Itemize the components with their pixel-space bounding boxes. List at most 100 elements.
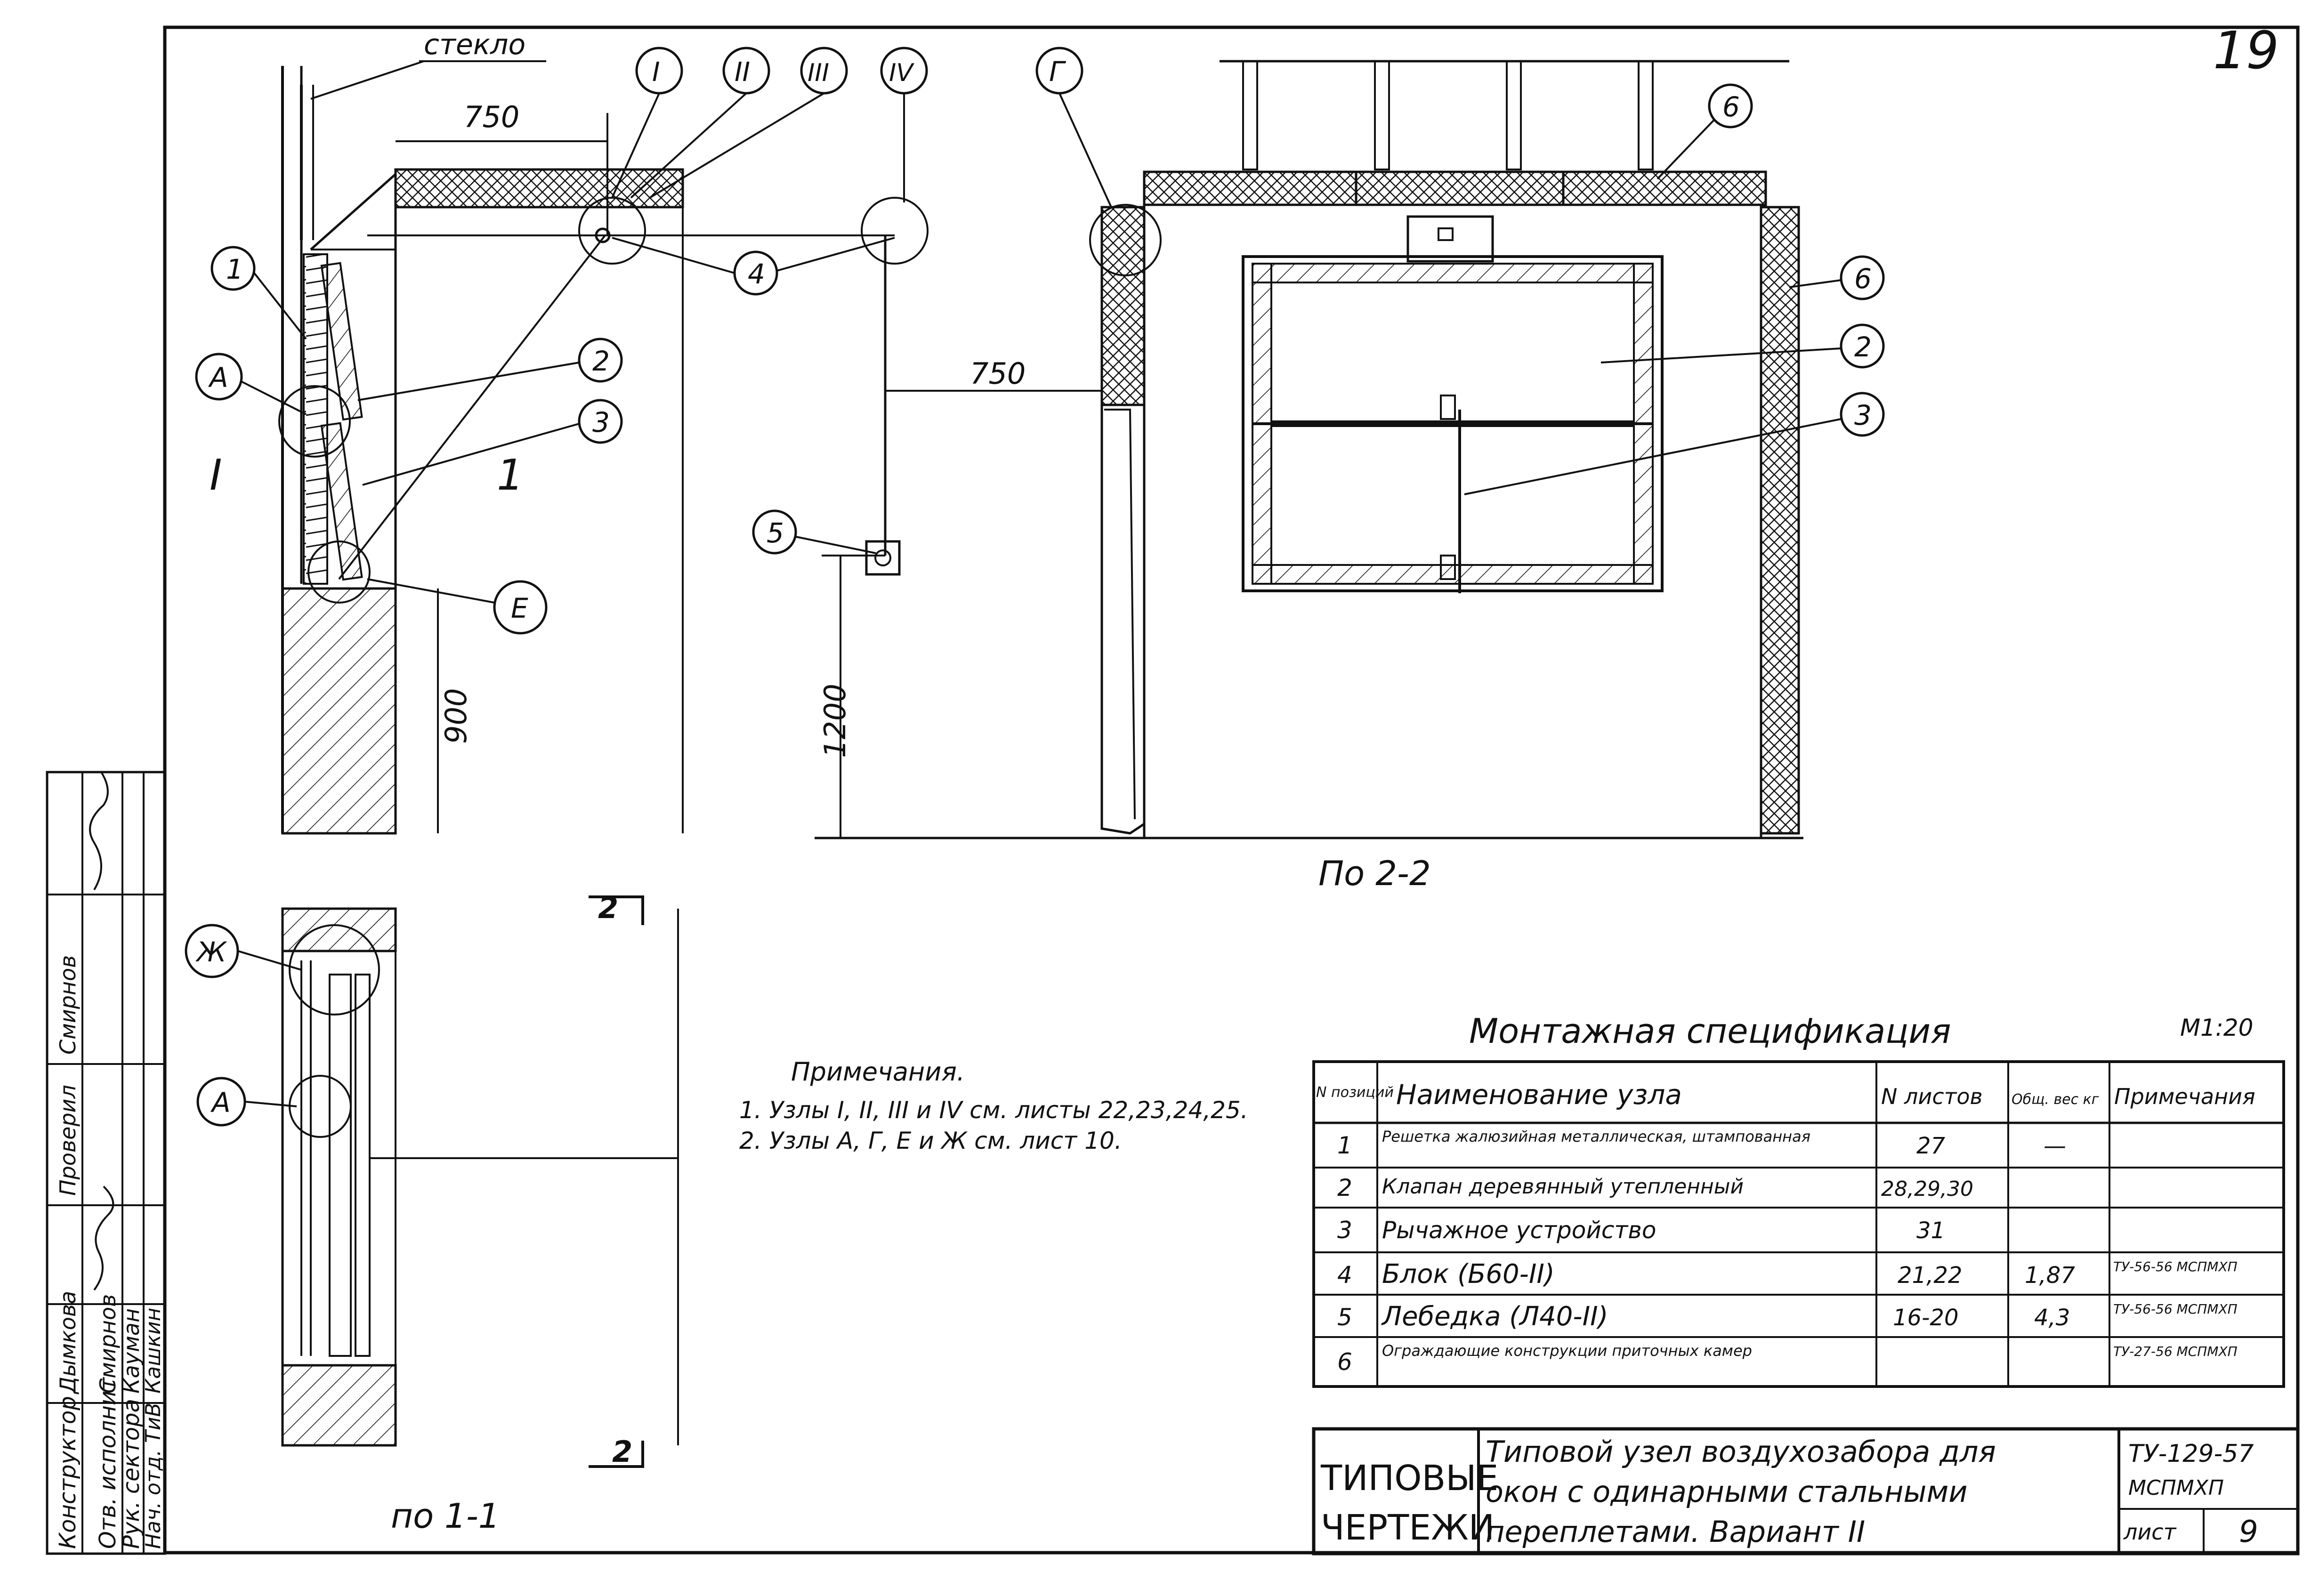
callout-pos-3b <box>1840 392 1885 437</box>
detail-circle-E <box>307 540 371 604</box>
signature-2 <box>89 771 109 891</box>
dim-750-left: 750 <box>464 100 519 134</box>
callout-pos-6a <box>1708 83 1753 129</box>
pulley-1 <box>595 227 611 243</box>
side-stamp: Конструктор Отв. исполнит Рук. сектора Н… <box>46 771 166 1555</box>
title-line-2: окон с одинарными стальными <box>1486 1475 1968 1509</box>
callout-pos-6b <box>1840 255 1885 300</box>
spec-header-note: Примечания <box>2114 1084 2255 1109</box>
callout-pos-2b-label: 2 <box>1854 331 1872 363</box>
title-code-2: МСПМХП <box>2128 1476 2224 1500</box>
callout-pos-1 <box>210 246 256 291</box>
spec-row-3-sheets: 31 <box>1916 1217 1945 1244</box>
spec-row-4-sheets: 21,22 <box>1898 1262 1962 1289</box>
stamp-name-4: Кашкин <box>141 1308 165 1394</box>
section-mark-right: 1 <box>497 451 524 500</box>
callouts-upper: I II III IV Г 1 А 2 3 4 Е <box>195 47 1162 635</box>
title-sheet-label: лист <box>2123 1519 2177 1545</box>
spec-row-1-name: Решетка жалюзийная металлическая, штампо… <box>1382 1128 1810 1145</box>
sheet-frame <box>163 25 2300 1555</box>
spec-row-1-weight: — <box>2044 1133 2066 1159</box>
spec-row-5-sheets: 16-20 <box>1893 1305 1958 1331</box>
title-sheet-number: 9 <box>2239 1515 2258 1549</box>
valve-flap-lower <box>320 422 363 581</box>
stamp-role-3: Рук. сектора <box>118 1399 145 1549</box>
notes-line-2: 2. Узлы А, Г, Е и Ж см. лист 10. <box>739 1127 1122 1154</box>
spec-row-4-weight: 1,87 <box>2025 1262 2075 1289</box>
callout-node-II-label: II <box>735 57 750 88</box>
title-line-3: переплетами. Вариант II <box>1486 1515 1865 1549</box>
valve-flap-upper <box>320 262 363 421</box>
spec-row-2-name: Клапан деревянный утепленный <box>1382 1175 1744 1199</box>
dim-750-right: 750 <box>970 356 1026 391</box>
spec-row-5-note: ТУ-56-56 МСПМХП <box>2113 1301 2238 1317</box>
signature-1 <box>93 1185 114 1291</box>
stamp-name-5: Смирнов <box>55 955 81 1055</box>
stamp-role-4: Нач. отд. ТиВ <box>141 1403 165 1549</box>
callout-pos-4-label: 4 <box>748 258 765 290</box>
title-series-line-2: ЧЕРТЕЖИ <box>1321 1507 1495 1548</box>
title-line-1: Типовой узел воздухозабора для <box>1486 1435 1996 1469</box>
detail-circle-Zh <box>289 924 380 1016</box>
callout-node-A <box>195 353 243 401</box>
valve-panel-upper <box>1270 282 1635 422</box>
spec-row-5-weight: 4,3 <box>2034 1305 2070 1331</box>
callout-pos-3-label: 3 <box>592 406 610 438</box>
detail-circle-IV <box>861 197 929 265</box>
callout-node-E <box>493 580 548 635</box>
section-2-bottom: 2 <box>612 1435 632 1469</box>
spec-table: Монтажная спецификация М1:20 N позиций Н… <box>1312 1011 2285 1388</box>
callout-pos-2 <box>578 338 623 383</box>
callout-pos-5-label: 5 <box>767 517 784 549</box>
detail-circle-A <box>278 385 351 458</box>
spec-row-3-pos: 3 <box>1337 1217 1352 1244</box>
spec-row-6-name: Ограждающие конструкции приточных камер <box>1382 1342 1752 1360</box>
title-block: ТИПОВЫЕ ЧЕРТЕЖИ Типовой узел воздухозабо… <box>1312 1427 2300 1556</box>
pulley-block <box>1406 215 1494 263</box>
valve-frame-outer <box>1242 255 1664 592</box>
callout-node-IV-label: IV <box>889 59 914 87</box>
callout-node-E-label: Е <box>511 592 528 624</box>
callout-pos-2-label: 2 <box>592 345 610 377</box>
view-1-1-upper: стекло 750 900 I 1 <box>210 28 895 835</box>
spec-row-5-name: Лебедка (Л40-II) <box>1381 1301 1608 1332</box>
callout-node-A-label: А <box>208 362 228 394</box>
spec-row-2-sheets: 28,29,30 <box>1881 1177 1973 1201</box>
spec-row-4-name: Блок (Б60-II) <box>1382 1259 1555 1290</box>
section-mark-left: I <box>210 451 222 500</box>
cable-1 <box>338 234 606 580</box>
title-code-1: ТУ-129-57 <box>2128 1440 2254 1468</box>
callout-node-I-label: I <box>652 57 660 88</box>
notes-line-1: 1. Узлы I, II, III и IV см. листы 22,23,… <box>739 1096 1248 1124</box>
stamp-name-3: Кауман <box>119 1308 144 1394</box>
stamp-role-2: Отв. исполнит <box>95 1377 121 1549</box>
page-number: 19 <box>2213 20 2279 81</box>
dim-900: 900 <box>439 688 473 744</box>
spec-row-1-sheets: 27 <box>1916 1133 1946 1159</box>
louvre-grille <box>303 253 328 585</box>
scale-label: М1:20 <box>2180 1014 2253 1041</box>
dim-1200: 1200 <box>818 684 852 758</box>
stamp-checked: Проверил <box>55 1085 81 1196</box>
spec-row-6-pos: 6 <box>1337 1348 1352 1376</box>
callout-pos-3 <box>578 399 623 444</box>
notes: Примечания. 1. Узлы I, II, III и IV см. … <box>739 1057 1248 1154</box>
valve-panel-lower <box>1270 425 1635 566</box>
view-2-2: 750 1200 6 6 2 3 По 2-2 <box>815 60 1885 893</box>
detail-circle-I <box>578 197 646 265</box>
spec-header-pos: N позиций <box>1316 1084 1394 1101</box>
view-1-1-plan: Ж А 2 2 по 1-1 <box>185 891 679 1536</box>
view-2-2-caption: По 2-2 <box>1318 854 1431 893</box>
winch <box>865 540 901 576</box>
stamp-role-1: Конструктор <box>55 1396 81 1549</box>
stamp-frame <box>46 771 166 1555</box>
section-2-top: 2 <box>598 891 618 925</box>
stamp-name-2: Смирнов <box>95 1294 121 1394</box>
spec-title: Монтажная спецификация <box>1469 1011 1951 1051</box>
callout-node-Zh-label: Ж <box>195 936 227 968</box>
callout-pos-2b <box>1840 323 1885 369</box>
spec-header-name: Наименование узла <box>1396 1079 1682 1111</box>
spec-row-4-note: ТУ-56-56 МСПМХП <box>2113 1259 2238 1274</box>
callout-pos-3b-label: 3 <box>1854 399 1872 431</box>
